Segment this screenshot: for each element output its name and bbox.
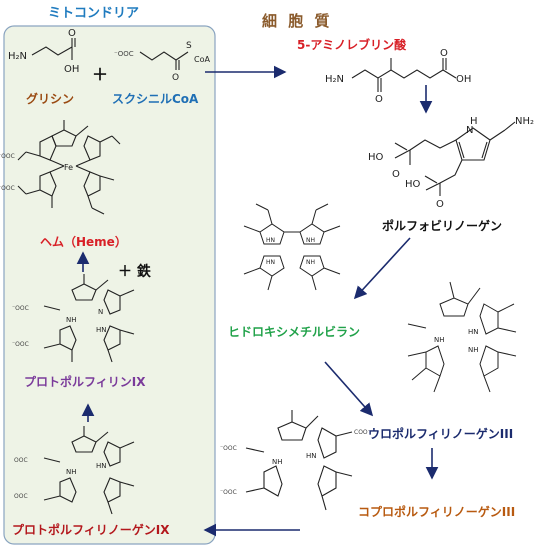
uro-nh-2: NH — [468, 346, 479, 354]
glycine-label: グリシン — [26, 91, 74, 106]
porphobilinogen-structure — [394, 121, 516, 196]
protoporphyrin-ooc-2: ⁻OOC — [12, 341, 29, 348]
protoporphyrinogen-ooc-2: OOC — [14, 493, 28, 500]
copro-ooc-left-1: ⁻OOC — [220, 445, 237, 452]
protoporphyrin-nh: NH — [66, 316, 77, 324]
glycine-oh-atom: OH — [64, 64, 79, 75]
heme-label: ヘム（Heme） — [40, 234, 127, 249]
plus-sign: ＋ — [92, 65, 108, 84]
pbg-n: N — [466, 125, 473, 136]
mitochondria-panel — [3, 25, 216, 545]
hmb-nh-4: NH — [306, 259, 315, 266]
hmb-nh-2: NH — [306, 237, 315, 244]
ala-structure — [351, 58, 457, 92]
protoporphyrin-n-1: N — [98, 308, 103, 316]
protoporphyrinogen-ooc-1: OOC — [14, 457, 28, 464]
protoporphyrinogen-label: プロトポルフィリノーゲンIX — [12, 522, 170, 537]
uroporphyrinogen-structure: NH HN NH — [407, 281, 517, 393]
pbg-ho-1: HO — [368, 152, 384, 163]
arrow-to-hmb — [353, 237, 411, 300]
pbg-o-2: O — [436, 199, 444, 210]
ala-oh: OH — [456, 74, 471, 85]
copro-nh: NH — [272, 458, 283, 466]
succinyl-coa-label: スクシニルCoA — [112, 92, 199, 106]
succinyl-coa-structure — [139, 51, 189, 70]
pbg-ho-2: HO — [405, 179, 421, 190]
section-mitochondria-label: ミトコンドリア — [48, 6, 139, 21]
hmb-nh-3: HN — [266, 259, 275, 266]
uroporphyrinogen-label: ウロポルフィリノーゲンIII — [368, 426, 513, 441]
pbg-nh: H — [470, 116, 478, 127]
heme-fe: Fe — [64, 163, 73, 172]
section-cytoplasm-label: 細 胞 質 — [262, 12, 332, 30]
pathway-arrows — [76, 65, 439, 537]
protoporphyrinogen-hn: HN — [96, 462, 107, 470]
ala-o-acid: O — [440, 48, 448, 59]
glycine-nh2-atom: H₂N — [8, 51, 27, 62]
protoporphyrinogen-structure: NH HN OOC OOC — [14, 426, 135, 515]
succinyl-coa-ooc: ⁻OOC — [114, 50, 134, 58]
protoporphyrin-hn: HN — [96, 326, 107, 334]
pbg-o-1: O — [392, 169, 400, 180]
glycine-structure — [31, 38, 76, 60]
hmb-nh-1: HN — [266, 237, 275, 244]
ala-label: 5-アミノレブリン酸 — [297, 37, 407, 52]
heme-structure: Fe ⁻OOC ⁻OOC — [0, 120, 121, 215]
copro-ooc-left-2: ⁻OOC — [220, 489, 237, 496]
ala-nh2: H₂N — [325, 74, 344, 85]
heme-ooc-1: ⁻OOC — [0, 153, 15, 160]
copro-hn: HN — [306, 452, 317, 460]
iron-label: ＋ 鉄 — [118, 263, 152, 280]
pbg-nh2: NH₂ — [515, 116, 534, 127]
coproporphyrinogen-label: コプロポルフィリノーゲンIII — [358, 504, 515, 519]
copro-coo-right: COO⁻ — [354, 429, 371, 436]
succinyl-coa-s: S — [186, 41, 192, 51]
succinyl-coa-coa: CoA — [194, 55, 210, 64]
protoporphyrinogen-nh: NH — [66, 468, 77, 476]
heme-ooc-2: ⁻OOC — [0, 185, 15, 192]
arrow-to-uro — [324, 361, 374, 417]
glycine-o-atom: O — [68, 28, 76, 39]
uro-hn: HN — [468, 328, 479, 336]
ala-o-keto: O — [375, 94, 383, 105]
protoporphyrin-structure: NH N HN ⁻OOC ⁻OOC — [12, 274, 135, 363]
succinyl-coa-o: O — [172, 73, 179, 83]
protoporphyrin-ooc-1: ⁻OOC — [12, 305, 29, 312]
protoporphyrin-label: プロトポルフィリンIX — [24, 374, 146, 389]
uro-nh: NH — [434, 336, 445, 344]
coproporphyrinogen-structure: NH HN COO⁻ ⁻OOC ⁻OOC — [220, 410, 371, 511]
hydroxymethylbilane-label: ヒドロキシメチルビラン — [228, 324, 360, 339]
porphobilinogen-label: ポルフォビリノーゲン — [382, 218, 502, 233]
hydroxymethylbilane-structure: HN NH HN NH — [243, 203, 341, 291]
